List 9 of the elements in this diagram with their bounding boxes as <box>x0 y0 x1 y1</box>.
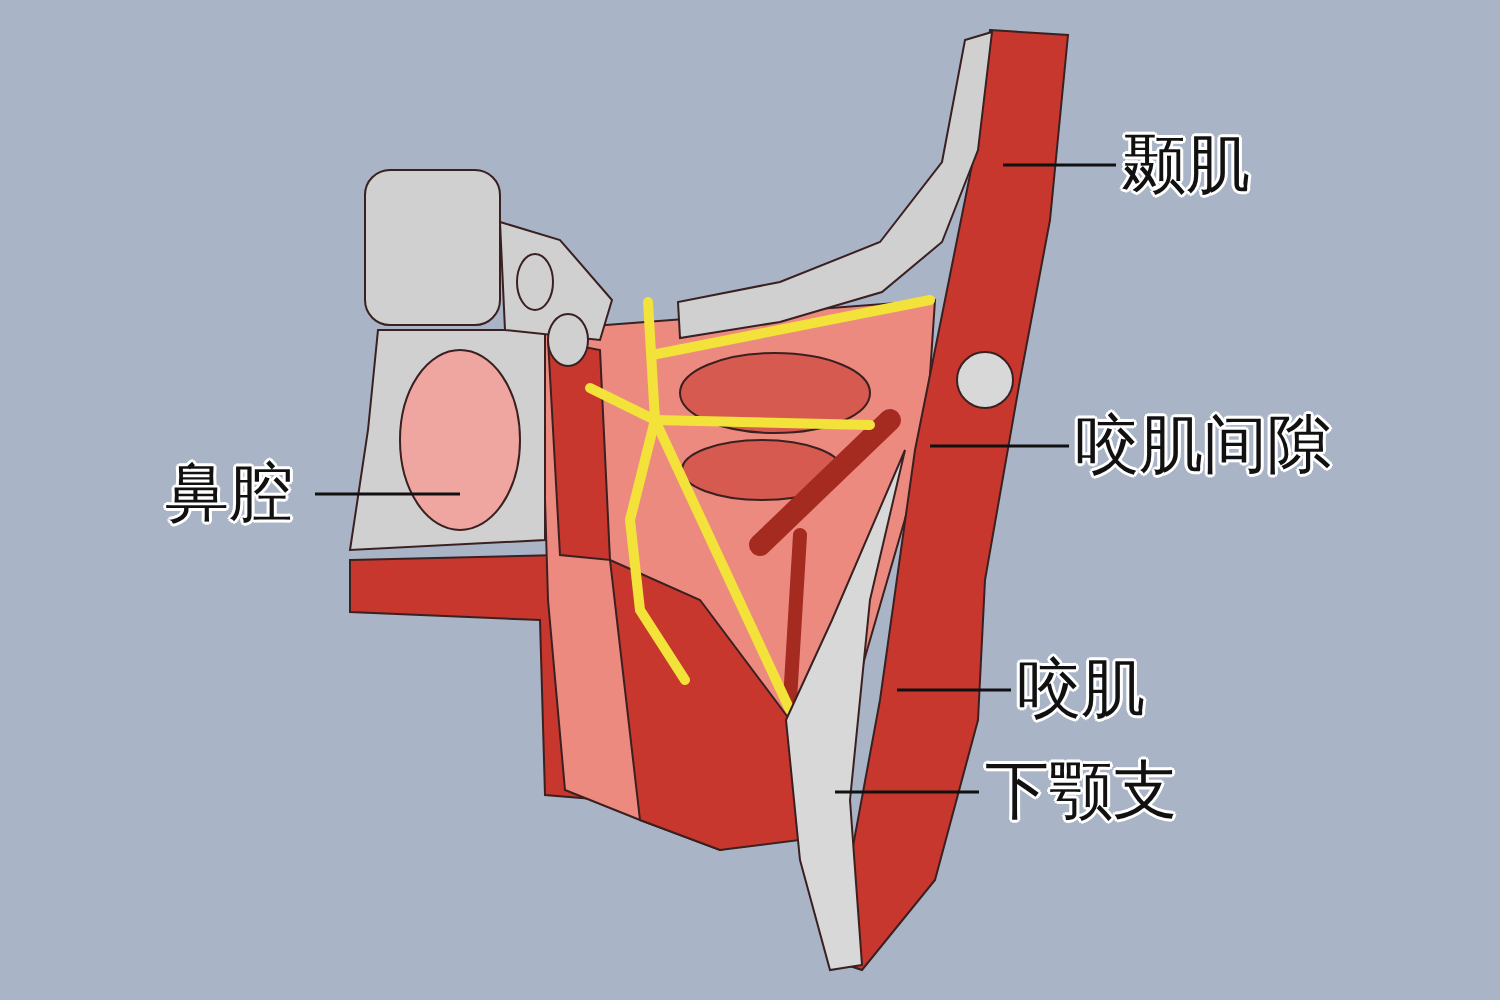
leader-line <box>1003 163 1116 167</box>
leader-line <box>315 492 460 496</box>
anatomy-label: 咬肌 <box>1017 656 1145 720</box>
leader-line <box>897 688 1011 692</box>
anatomy-label: 咬肌间隙 <box>1075 412 1331 476</box>
anatomy-label: 颞肌 <box>1122 132 1250 196</box>
anatomy-label: 鼻腔 <box>165 460 293 524</box>
anatomy-label: 下颚支 <box>985 758 1177 822</box>
leader-line <box>930 444 1069 448</box>
